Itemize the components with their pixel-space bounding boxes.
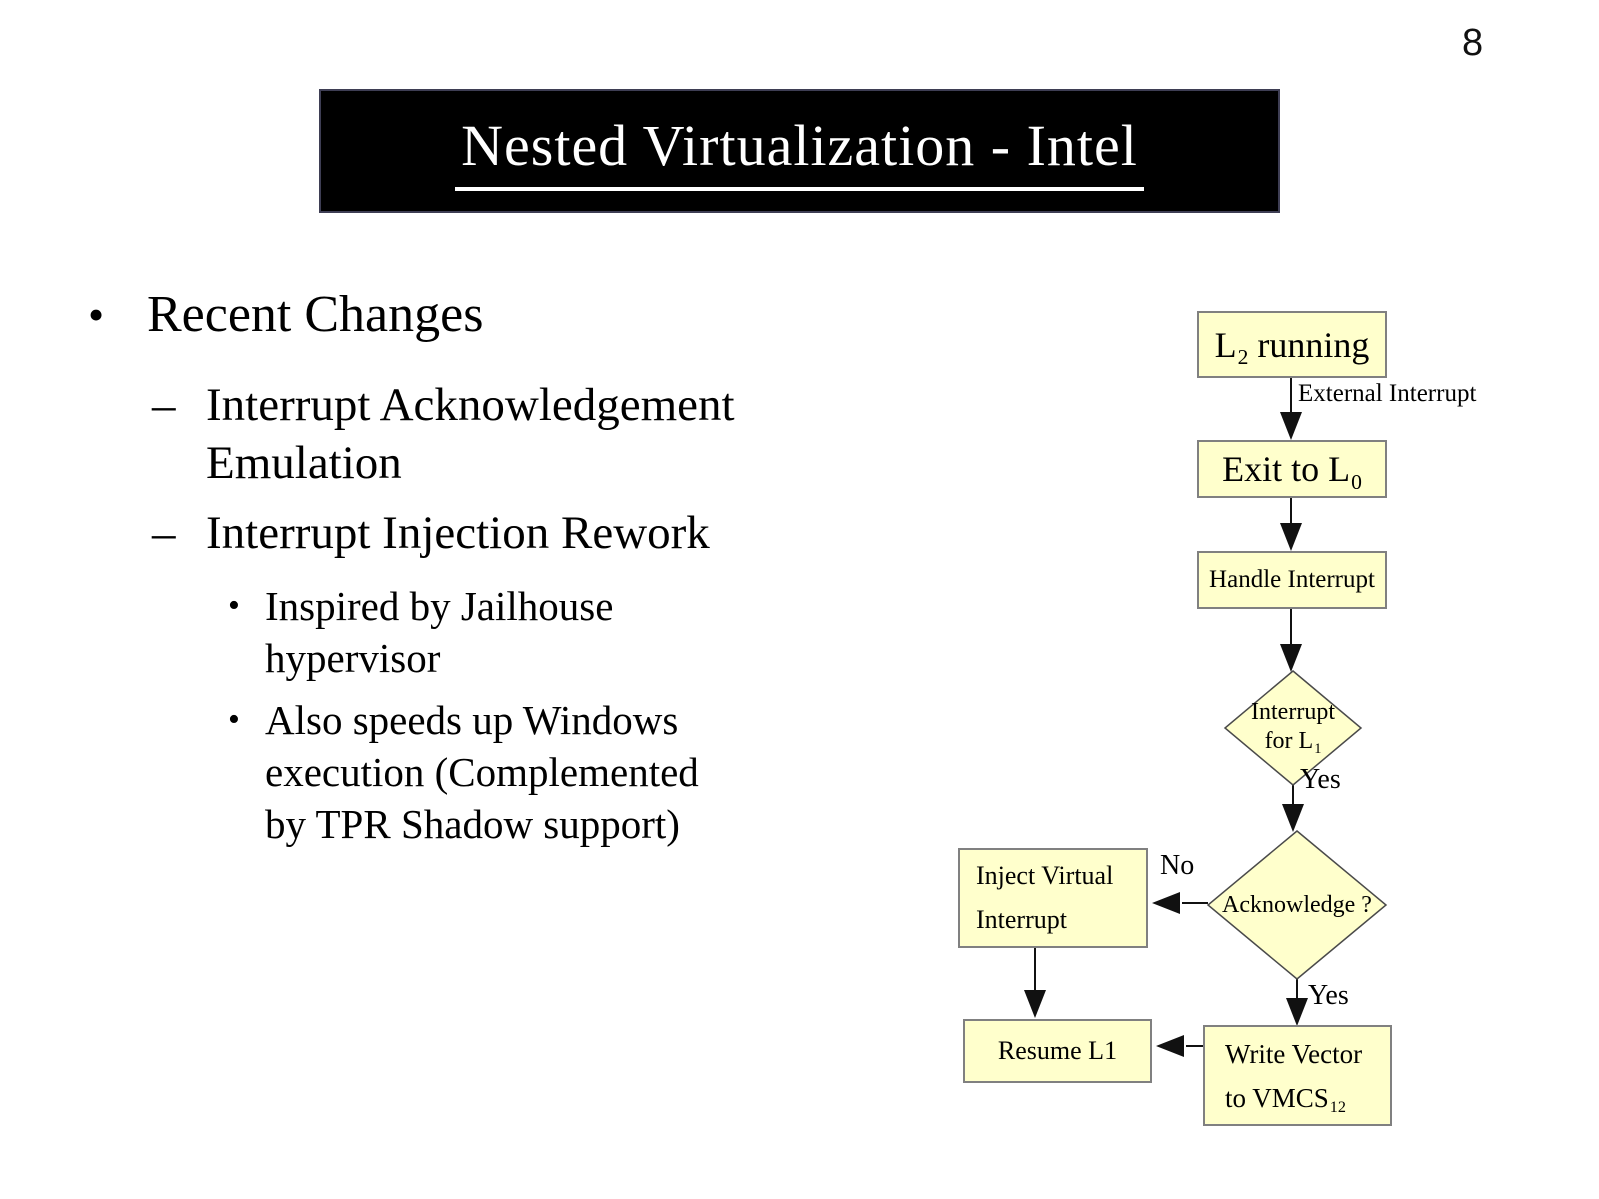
arrowhead-icon xyxy=(1280,412,1302,440)
bullet-interrupt-ack: – Interrupt Acknowledgement Emulation xyxy=(152,376,735,492)
edge-label-yes: Yes xyxy=(1308,980,1349,1011)
arrowhead-icon xyxy=(1280,644,1302,672)
bullet-text: Inspired by Jailhouse hypervisor xyxy=(265,583,614,681)
edge-label-no: No xyxy=(1160,850,1195,881)
node-l2-running: L2 running xyxy=(1197,311,1387,378)
node-inject-virtual-interrupt: Inject Virtual Interrupt xyxy=(958,848,1148,948)
node-resume-l1: Resume L1 xyxy=(963,1019,1152,1083)
node-label: Write Vector xyxy=(1225,1038,1363,1069)
node-label: to VMCS12 xyxy=(1225,1082,1346,1117)
decision-label-acknowledge: Acknowledge ? xyxy=(1222,892,1372,918)
title-banner: Nested Virtualization - Intel xyxy=(319,89,1280,213)
arrowhead-icon xyxy=(1156,1035,1184,1057)
node-label: Exit to L0 xyxy=(1222,449,1362,494)
arrowhead-icon xyxy=(1024,990,1046,1018)
bullet-icon: • xyxy=(228,587,240,624)
bullet-text: Recent Changes xyxy=(147,286,484,343)
decision-label-interrupt-for-l1: Interrupt for L1 xyxy=(1251,699,1335,758)
bullet-text: Also speeds up Windows execution (Comple… xyxy=(265,697,699,847)
slide-title: Nested Virtualization - Intel xyxy=(455,112,1144,191)
bullet-interrupt-injection: – Interrupt Injection Rework xyxy=(152,504,710,562)
node-label: Resume L1 xyxy=(997,1036,1118,1065)
bullet-windows: • Also speeds up Windows execution (Comp… xyxy=(228,694,699,850)
arrowhead-icon xyxy=(1280,523,1302,551)
node-handle-interrupt: Handle Interrupt xyxy=(1197,551,1387,609)
bullet-icon: • xyxy=(228,701,240,738)
bullet-icon: • xyxy=(88,289,105,340)
bullet-text: Interrupt Acknowledgement Emulation xyxy=(206,379,735,489)
node-label: L2 running xyxy=(1214,324,1370,370)
bullet-jailhouse: • Inspired by Jailhouse hypervisor xyxy=(228,580,613,684)
node-write-vector: Write Vector to VMCS12 xyxy=(1203,1025,1392,1126)
dash-icon: – xyxy=(152,507,176,559)
node-exit-to-l0: Exit to L0 xyxy=(1197,440,1387,498)
arrowhead-icon xyxy=(1152,892,1180,914)
node-label: Handle Interrupt xyxy=(1209,566,1375,593)
bullet-text: Interrupt Injection Rework xyxy=(206,507,710,559)
decision-acknowledge xyxy=(1206,830,1388,980)
edge-label-yes: Yes xyxy=(1300,764,1341,795)
page-number: 8 xyxy=(1462,22,1484,64)
node-label: Inject Virtual Interrupt xyxy=(976,861,1114,934)
arrowhead-icon xyxy=(1282,804,1304,832)
edge-label-external-interrupt: External Interrupt xyxy=(1298,380,1477,407)
arrowhead-icon xyxy=(1286,998,1308,1026)
bullet-recent-changes: • Recent Changes xyxy=(88,284,483,346)
decision-interrupt-for-l1 xyxy=(1223,670,1363,786)
dash-icon: – xyxy=(152,379,176,431)
